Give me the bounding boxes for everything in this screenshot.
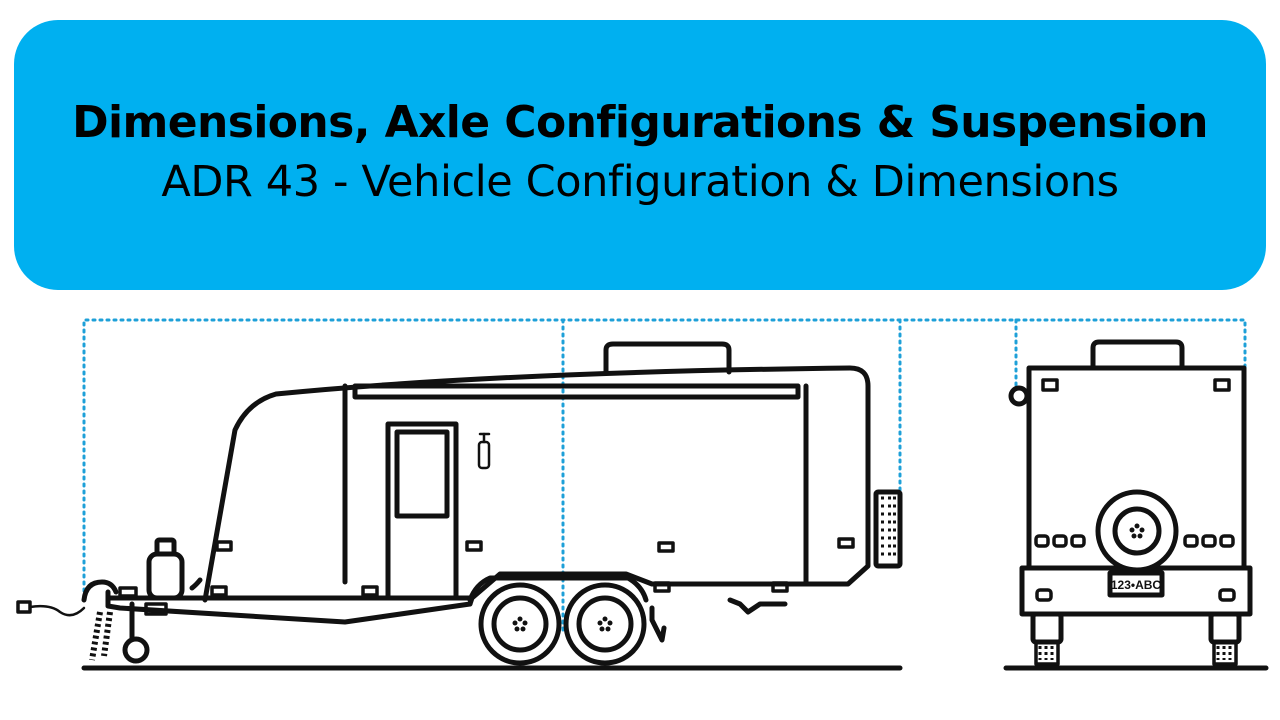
overall-dimension-line	[82, 318, 1247, 600]
fire-extinguisher-icon	[477, 432, 491, 470]
tail-lights-left	[1034, 534, 1086, 548]
bumper-light-left	[1035, 588, 1053, 602]
title-banner: Dimensions, Axle Configurations & Suspen…	[14, 20, 1266, 290]
rear-spare-wheel	[1095, 489, 1179, 573]
drawbar	[105, 589, 473, 625]
slide-subtitle: ADR 43 - Vehicle Configuration & Dimensi…	[161, 156, 1119, 207]
caravan-body	[202, 365, 871, 607]
caravan-side-view	[16, 341, 903, 671]
jockey-wheel	[122, 601, 150, 664]
wheel-arch	[467, 575, 649, 603]
rear-wheel-left	[1030, 611, 1064, 666]
number-plate	[1107, 570, 1165, 598]
rear-mudflap	[649, 605, 667, 643]
hitch-coupling	[81, 579, 168, 616]
rear-wheel-right	[1208, 611, 1242, 666]
bumper-light-right	[1218, 588, 1236, 602]
slide-title: Dimensions, Axle Configurations & Suspen…	[72, 97, 1208, 149]
rear-marker-right	[1213, 378, 1231, 392]
rear-roof-hatch	[1090, 339, 1185, 371]
gas-bottle	[146, 537, 185, 601]
side-marker-lights	[210, 537, 855, 597]
body-front-step	[189, 577, 203, 591]
spare-tyre-side	[873, 489, 903, 569]
rear-clearance-light	[1008, 385, 1030, 407]
door-window	[394, 429, 450, 519]
tail-lights-right	[1183, 534, 1235, 548]
rear-chassis	[727, 597, 788, 615]
electrical-plug	[16, 600, 86, 617]
number-plate-text: 123•ABC	[1111, 578, 1162, 592]
rear-marker-left	[1041, 378, 1059, 392]
safety-chain	[89, 611, 113, 661]
front-axle-wheel	[478, 582, 562, 666]
awning	[352, 383, 801, 400]
caravan-rear-view: 123•ABC	[1003, 339, 1269, 671]
rear-axle-wheel	[563, 582, 647, 666]
roof-hatch	[603, 341, 732, 375]
